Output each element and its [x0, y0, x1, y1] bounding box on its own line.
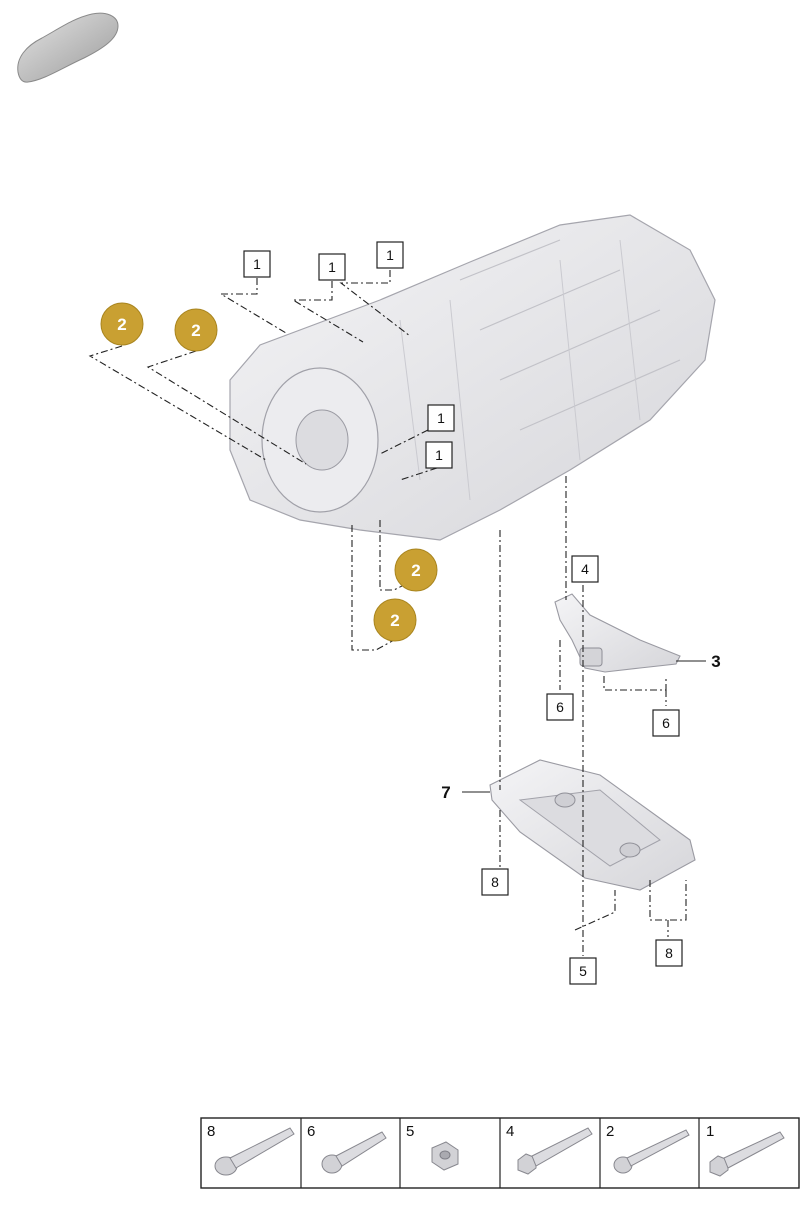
- fastener-legend: 8 6 5 4: [200, 1117, 800, 1189]
- svg-text:1: 1: [435, 447, 443, 463]
- svg-text:1: 1: [253, 256, 261, 272]
- leader-lines: [88, 270, 706, 956]
- callout-2-lower-bottom[interactable]: 2: [373, 598, 417, 642]
- svg-text:6: 6: [307, 1123, 315, 1140]
- svg-text:4: 4: [506, 1123, 514, 1140]
- svg-text:2: 2: [411, 561, 420, 580]
- callout-7[interactable]: 7: [441, 783, 450, 802]
- callout-1-top-left[interactable]: 1: [243, 250, 271, 278]
- callout-6-left[interactable]: 6: [546, 693, 574, 721]
- callout-6-right[interactable]: 6: [652, 709, 680, 737]
- callout-8-right[interactable]: 8: [655, 939, 683, 967]
- svg-text:8: 8: [665, 945, 673, 961]
- svg-text:6: 6: [662, 715, 670, 731]
- legend-cell-8[interactable]: 8: [207, 1123, 295, 1176]
- callout-1-top-right[interactable]: 1: [376, 241, 404, 269]
- svg-text:1: 1: [437, 410, 445, 426]
- callout-3[interactable]: 3: [711, 652, 720, 671]
- callout-8-left[interactable]: 8: [481, 868, 509, 896]
- callout-2-left[interactable]: 2: [100, 302, 144, 346]
- mount-bracket: [554, 593, 681, 673]
- svg-text:5: 5: [579, 963, 587, 979]
- callout-1-mid-upper[interactable]: 1: [427, 404, 455, 432]
- legend-cell-1[interactable]: 1: [706, 1123, 785, 1177]
- legend-cell-4[interactable]: 4: [506, 1123, 593, 1175]
- hex-bolt-icon: [517, 1127, 593, 1175]
- svg-text:2: 2: [606, 1123, 614, 1140]
- legend-cell-2[interactable]: 2: [606, 1123, 690, 1174]
- svg-text:1: 1: [328, 259, 336, 275]
- callout-2-lower-upper[interactable]: 2: [394, 548, 438, 592]
- transmission-housing: [229, 214, 716, 541]
- callout-5[interactable]: 5: [569, 957, 597, 985]
- svg-text:2: 2: [390, 611, 399, 630]
- callout-4[interactable]: 4: [571, 555, 599, 583]
- svg-text:1: 1: [706, 1123, 714, 1140]
- vehicle-silhouette-icon: [17, 12, 119, 83]
- cross-member: [489, 759, 696, 891]
- svg-text:6: 6: [556, 699, 564, 715]
- svg-text:5: 5: [406, 1123, 414, 1140]
- long-torx-bolt-icon: [613, 1129, 690, 1174]
- hex-nut-icon: [431, 1141, 459, 1171]
- svg-text:1: 1: [386, 247, 394, 263]
- torx-bolt-icon: [321, 1131, 387, 1174]
- legend-cell-5[interactable]: 5: [406, 1123, 459, 1171]
- svg-text:4: 4: [581, 561, 589, 577]
- callout-2-center[interactable]: 2: [174, 308, 218, 352]
- flange-bolt-icon: [214, 1127, 295, 1176]
- svg-text:7: 7: [441, 783, 450, 802]
- svg-text:8: 8: [207, 1123, 215, 1140]
- svg-text:8: 8: [491, 874, 499, 890]
- legend-cell-6[interactable]: 6: [307, 1123, 387, 1174]
- callout-1-mid-lower[interactable]: 1: [425, 441, 453, 469]
- hex-bolt-icon: [709, 1131, 785, 1177]
- svg-text:2: 2: [191, 321, 200, 340]
- callout-1-top-middle[interactable]: 1: [318, 253, 346, 281]
- svg-text:3: 3: [711, 652, 720, 671]
- svg-text:2: 2: [117, 315, 126, 334]
